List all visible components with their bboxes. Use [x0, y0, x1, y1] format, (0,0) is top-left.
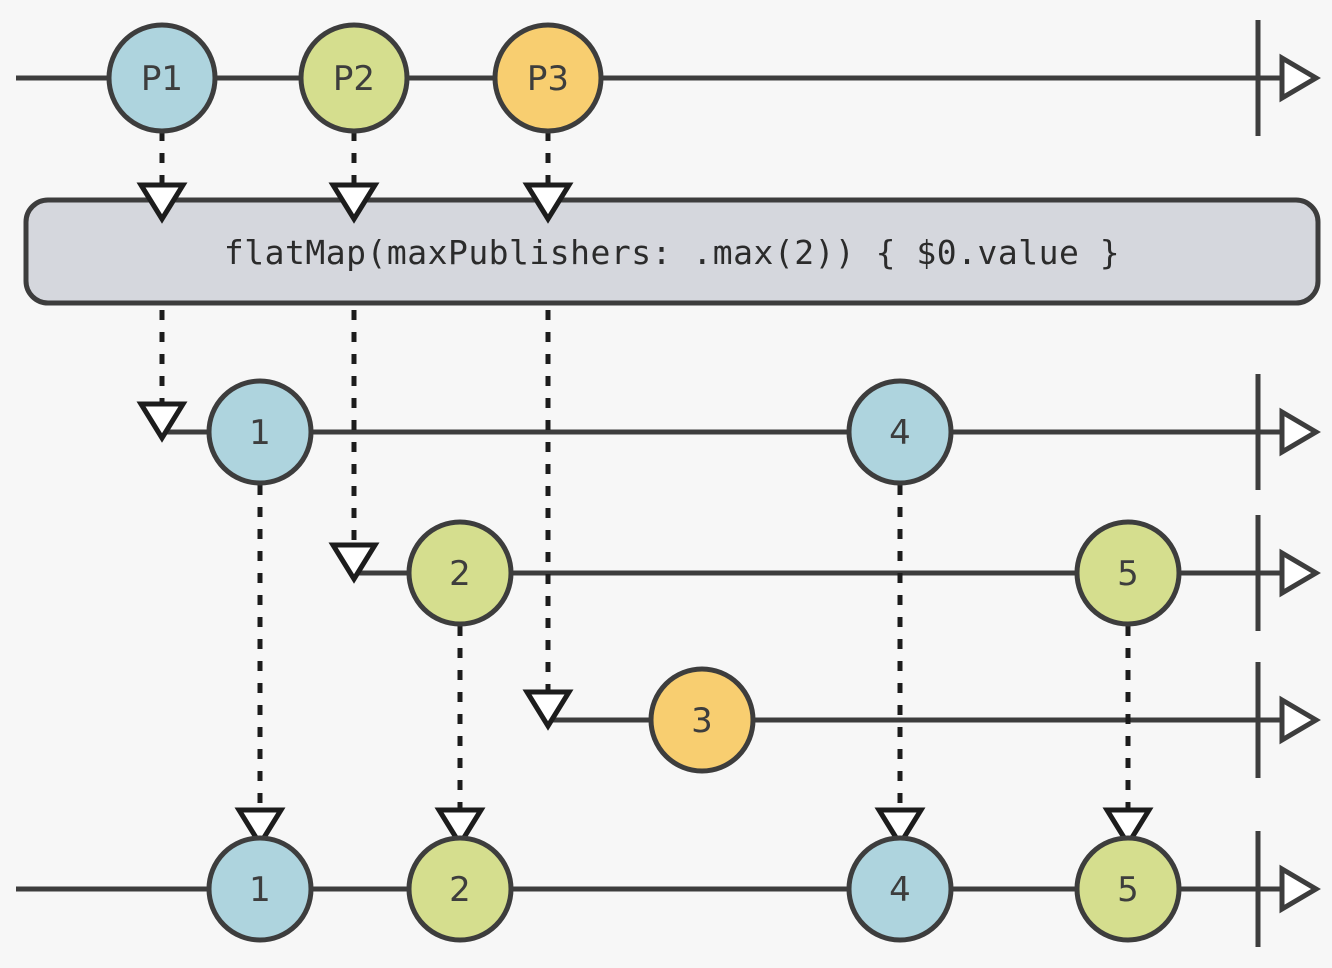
marble-label: 4	[889, 870, 911, 910]
flow-operator-to-inner3	[522, 310, 574, 731]
timeline-upstream-publishers	[16, 20, 1321, 136]
flow-marble1-to-output	[234, 485, 286, 849]
flow-p3-to-operator	[522, 131, 574, 224]
timeline-inner-publisher-1	[162, 374, 1321, 490]
marble-circle[interactable]	[648, 666, 756, 774]
marble-circle[interactable]	[846, 378, 954, 486]
marble-circle[interactable]	[1074, 519, 1182, 627]
marble-inner-publisher-2-2[interactable]: 2	[406, 519, 514, 627]
marble-label: P2	[333, 59, 375, 99]
flow-arrowhead-icon	[136, 401, 188, 443]
flow-arrowhead-icon	[328, 542, 380, 584]
marble-circle[interactable]	[492, 22, 604, 134]
marble-circle[interactable]	[406, 519, 514, 627]
marble-label: 1	[249, 413, 271, 453]
marble-inner-publisher-1-1[interactable]: 1	[206, 378, 314, 486]
marble-downstream-output-4[interactable]: 4	[846, 835, 954, 943]
marble-downstream-output-5[interactable]: 5	[1074, 835, 1182, 943]
operator-label: flatMap(maxPublishers: .max(2)) { $0.val…	[224, 233, 1120, 272]
marble-downstream-output-1[interactable]: 1	[206, 835, 314, 943]
marble-label: 4	[889, 413, 911, 453]
marble-inner-publisher-2-5[interactable]: 5	[1074, 519, 1182, 627]
marble-circle[interactable]	[206, 835, 314, 943]
flow-marble4-to-output	[874, 485, 926, 849]
flow-p2-to-operator	[328, 131, 380, 224]
flow-arrowhead-icon	[522, 182, 574, 224]
marble-circle[interactable]	[406, 835, 514, 943]
marble-upstream-publishers-P2[interactable]: P2	[298, 22, 410, 134]
operator-layer: flatMap(maxPublishers: .max(2)) { $0.val…	[23, 197, 1321, 306]
marble-label: 5	[1117, 554, 1139, 594]
flow-arrowhead-icon	[136, 182, 188, 224]
marble-label: 3	[691, 701, 713, 741]
flow-arrowhead-icon	[328, 182, 380, 224]
marble-label: 1	[249, 870, 271, 910]
marble-inner-publisher-1-4[interactable]: 4	[846, 378, 954, 486]
timeline-arrowhead-icon	[1279, 695, 1321, 745]
timelines-layer	[16, 20, 1321, 947]
timeline-arrowhead-icon	[1279, 864, 1321, 914]
timeline-arrowhead-icon	[1279, 407, 1321, 457]
flow-p1-to-operator	[136, 131, 188, 224]
marble-circle[interactable]	[206, 378, 314, 486]
timeline-arrowhead-icon	[1279, 548, 1321, 598]
flow-arrowhead-icon	[1102, 807, 1154, 849]
flow-marble5-to-output	[1102, 626, 1154, 849]
flows-layer	[136, 131, 1154, 849]
marble-circle[interactable]	[298, 22, 410, 134]
marble-inner-publisher-3-3[interactable]: 3	[648, 666, 756, 774]
marble-upstream-publishers-P3[interactable]: P3	[492, 22, 604, 134]
marble-circle[interactable]	[1074, 835, 1182, 943]
flow-operator-to-inner2	[328, 310, 380, 584]
flow-operator-to-inner1	[136, 310, 188, 443]
flow-arrowhead-icon	[522, 689, 574, 731]
marble-downstream-output-2[interactable]: 2	[406, 835, 514, 943]
timeline-arrowhead-icon	[1279, 53, 1321, 103]
marble-label: P3	[527, 59, 569, 99]
flow-arrowhead-icon	[434, 807, 486, 849]
marble-label: 2	[449, 870, 471, 910]
flow-arrowhead-icon	[874, 807, 926, 849]
marbles-layer: P1 P2 P3 1 4 2 5 3 1 2 4 5	[106, 22, 1182, 943]
marble-circle[interactable]	[846, 835, 954, 943]
marble-upstream-publishers-P1[interactable]: P1	[106, 22, 218, 134]
marble-label: 2	[449, 554, 471, 594]
marble-circle[interactable]	[106, 22, 218, 134]
flow-arrowhead-icon	[234, 807, 286, 849]
marble-label: 5	[1117, 870, 1139, 910]
flow-marble2-to-output	[434, 626, 486, 849]
operator-box[interactable]	[23, 197, 1321, 306]
marble-label: P1	[141, 59, 183, 99]
